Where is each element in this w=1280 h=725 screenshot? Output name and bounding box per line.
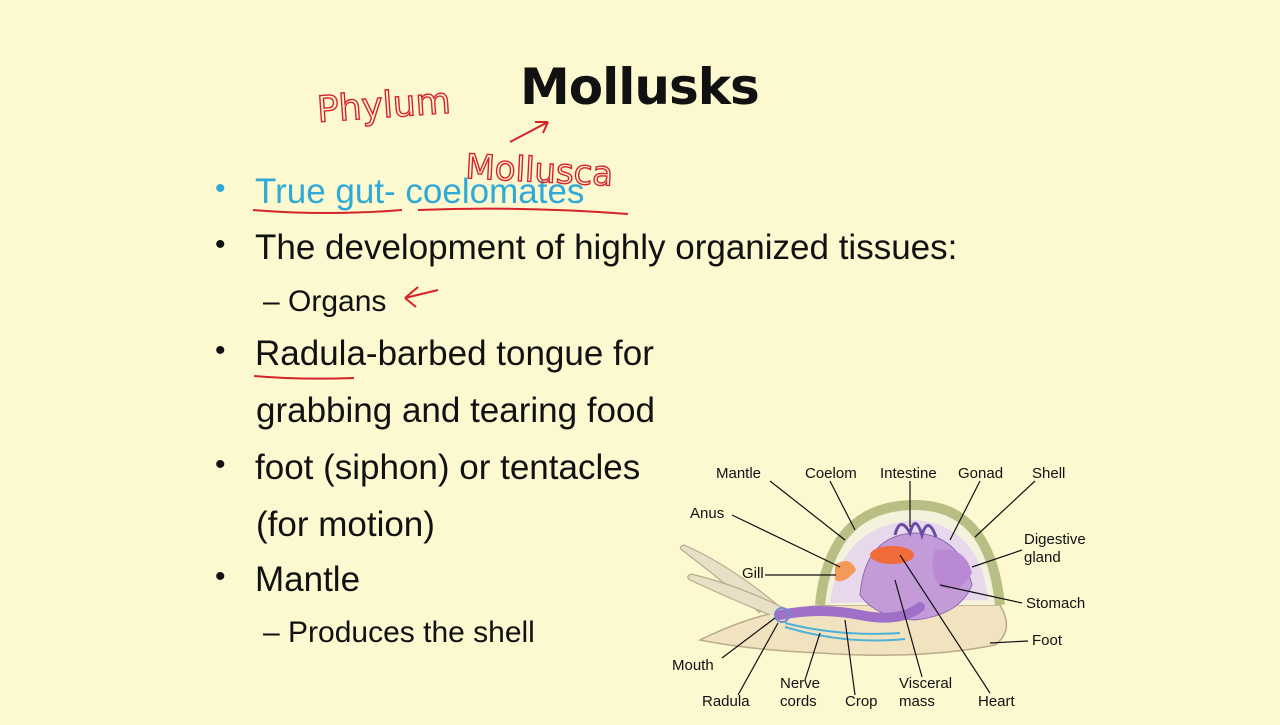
label-visceral-mass-1: Visceral — [899, 675, 953, 692]
arrow-to-title — [509, 121, 549, 143]
label-crop: Crop — [845, 693, 878, 710]
label-digestive-gland-1: Digestive — [1024, 531, 1086, 548]
bullet-text: The development of highly organized tiss… — [255, 228, 958, 267]
bullet-text: Mantle — [255, 560, 361, 599]
sub-bullet-text: Organs — [288, 285, 387, 318]
label-heart: Heart — [978, 693, 1015, 710]
bullet-text: True gut- coelomates — [255, 172, 585, 211]
label-mouth: Mouth — [672, 657, 714, 674]
slide-title: Mollusks — [520, 58, 760, 116]
bullet-marker: • — [215, 560, 226, 593]
label-shell: Shell — [1032, 465, 1066, 482]
label-gill: Gill — [742, 565, 764, 582]
bullet-marker: • — [215, 172, 226, 205]
label-intestine: Intestine — [880, 465, 937, 482]
sub-bullet-marker: – — [263, 616, 280, 649]
handwriting-phylum: Phylum — [316, 81, 452, 131]
label-stomach: Stomach — [1026, 595, 1086, 612]
label-nerve-cords-2: cords — [780, 693, 817, 710]
label-radula: Radula — [702, 693, 750, 710]
bullet-foot-continued: (for motion) — [256, 505, 435, 544]
label-foot: Foot — [1032, 632, 1063, 649]
bullet-text: foot (siphon) or tentacles — [255, 448, 641, 487]
label-digestive-gland-2: gland — [1024, 549, 1061, 566]
label-visceral-mass-2: mass — [899, 693, 935, 710]
bullet-marker: • — [215, 448, 226, 481]
label-coelom: Coelom — [805, 465, 857, 482]
underline-radula — [253, 375, 355, 380]
bullet-marker: • — [215, 334, 226, 367]
bullet-radula-continued: grabbing and tearing food — [256, 391, 655, 430]
sub-bullet-organs: – Organs — [263, 285, 386, 319]
bullet-marker: • — [215, 228, 226, 261]
label-gonad: Gonad — [958, 465, 1004, 482]
mollusk-anatomy-diagram: Mantle Coelom Intestine Gonad Shell Anus… — [660, 455, 1100, 720]
arrow-to-organs — [404, 286, 439, 308]
snail-illustration — [679, 480, 1036, 696]
sub-bullet-shell: – Produces the shell — [263, 616, 535, 650]
label-anus: Anus — [690, 505, 725, 522]
label-nerve-cords-1: Nerve — [780, 675, 821, 692]
sub-bullet-text: Produces the shell — [288, 616, 535, 649]
bullet-text: Radula-barbed tongue for — [255, 334, 654, 373]
sub-bullet-marker: – — [263, 285, 280, 318]
label-mantle: Mantle — [716, 465, 762, 482]
